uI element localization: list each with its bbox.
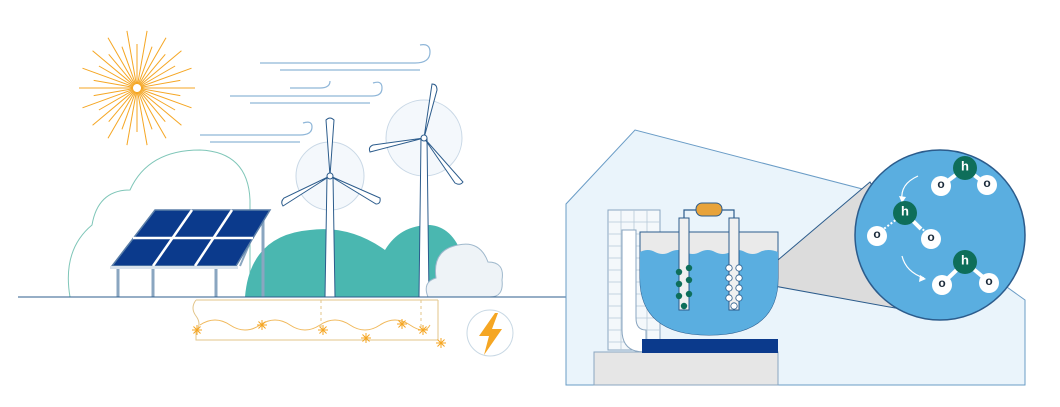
oxygen-bubble [725, 274, 733, 282]
oxygen-bubble [725, 294, 733, 302]
hydrogen-bubble [675, 268, 683, 276]
sun-ray [93, 79, 134, 88]
hydrogen-bubble [685, 264, 693, 272]
sun-ray [140, 67, 192, 88]
sun-ray [82, 67, 134, 88]
oxygen-label: o [938, 276, 945, 290]
spark-icons [192, 319, 446, 348]
water-molecule-2: h o o [867, 201, 941, 249]
oxygen-bubble [735, 264, 743, 272]
hydrogen-label: h [961, 159, 969, 174]
oxygen-bubble [725, 284, 733, 292]
oxygen-label: o [927, 230, 934, 244]
sun-ray [140, 79, 181, 88]
sun-ray [108, 53, 135, 86]
sun-ray [107, 91, 136, 139]
oxygen-label: o [873, 227, 880, 241]
wind-turbine-small [281, 117, 381, 298]
spark-icon [258, 321, 266, 329]
sun-ray [138, 37, 167, 85]
oxygen-bubble [735, 294, 743, 302]
sun-ray [140, 89, 176, 111]
sun-ray [140, 65, 176, 87]
sun-ray [126, 30, 137, 85]
sun-ray [92, 50, 135, 86]
electrolysis-tank [639, 231, 779, 336]
wind-turbine-large [368, 83, 464, 298]
sun-ray [92, 90, 135, 126]
spark-icon [437, 339, 445, 347]
hydrogen-bubble [685, 276, 693, 284]
sun-ray [140, 88, 181, 97]
sun-ray [98, 65, 134, 87]
sun-ray [107, 37, 136, 85]
sun-ray [139, 50, 182, 86]
green-hills [245, 225, 470, 297]
spark-icon [319, 326, 327, 334]
oxygen-bubble [735, 274, 743, 282]
spark-icon [398, 320, 406, 328]
spark-icon [362, 334, 370, 342]
water [640, 250, 778, 335]
oxygen-bubble [735, 284, 743, 292]
water-molecule-1: h o o [931, 156, 997, 196]
device-base [593, 339, 779, 386]
hydrogen-bubble [680, 302, 688, 310]
sun-ray [140, 88, 192, 109]
sun-ray [137, 91, 148, 146]
cloud-icon [425, 243, 503, 298]
sun-ray [137, 91, 153, 130]
circuit-wire [683, 202, 735, 218]
sun-ray [138, 91, 167, 139]
power-source [695, 202, 723, 217]
sun-ray [139, 53, 166, 86]
hydrogen-bubble [685, 290, 693, 298]
oxygen-bubble [725, 264, 733, 272]
sun-ray [126, 91, 137, 146]
sun-ray [139, 90, 182, 126]
underground-cable [192, 299, 439, 341]
solar-panel [110, 209, 272, 297]
sun-ray [98, 89, 134, 111]
sun-ray [82, 88, 134, 109]
spark-icon [419, 326, 427, 334]
sun-ray [137, 30, 148, 85]
sun-ray [93, 88, 134, 97]
sun-ray [121, 46, 137, 85]
sun-icon [79, 30, 195, 146]
spark-icon [193, 326, 201, 334]
sun-ray [137, 46, 153, 85]
wind-icon [200, 44, 431, 143]
hydrogen-label: h [901, 204, 909, 219]
cathode-electrode [675, 217, 693, 311]
hydrogen-label: h [961, 253, 969, 268]
lightning-bolt-icon [466, 309, 514, 357]
water-molecule-3: h o o [932, 250, 999, 295]
oxygen-bubble [730, 302, 738, 310]
sun-ray [139, 90, 166, 123]
sun-ray [108, 90, 135, 123]
anode-electrode [725, 217, 743, 311]
oxygen-label: o [983, 176, 990, 190]
oxygen-label: o [937, 177, 944, 191]
hydrogen-bubble [675, 292, 683, 300]
cloud-outline [67, 149, 251, 298]
oxygen-label: o [985, 274, 992, 288]
hydrogen-bubble [675, 280, 683, 288]
sun-ray [121, 91, 137, 130]
